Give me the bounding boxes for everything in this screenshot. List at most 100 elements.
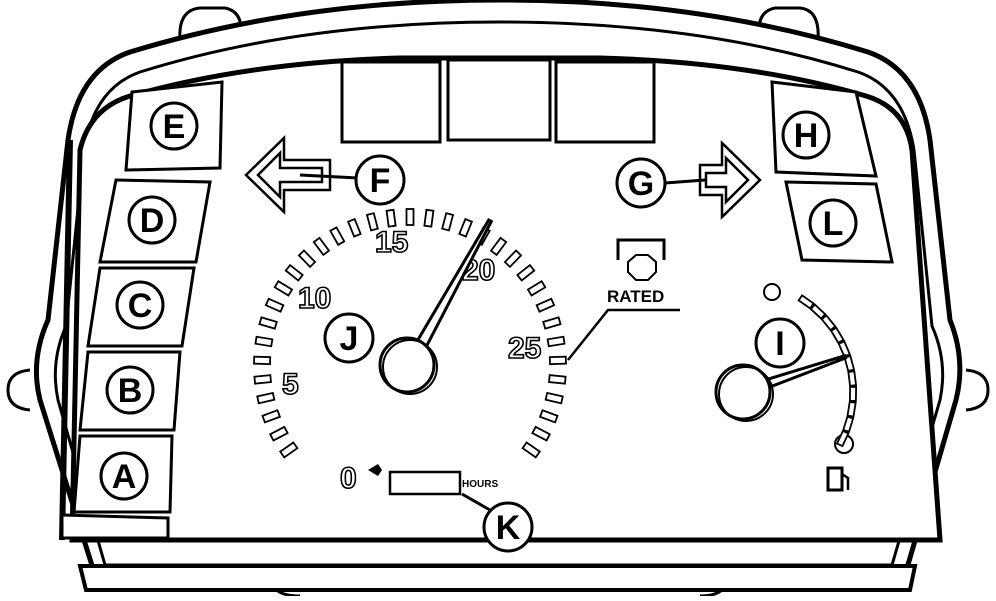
warning-window-left — [340, 60, 442, 144]
svg-text:H: H — [794, 117, 819, 155]
warning-window-center — [446, 58, 552, 142]
svg-text:I: I — [775, 325, 784, 363]
tachometer-needle — [378, 217, 494, 395]
tachometer-tick — [312, 236, 331, 257]
tachometer-hub — [378, 336, 436, 394]
hour-meter-window — [388, 470, 462, 496]
hour-meter: HOURS — [368, 464, 498, 496]
svg-text:L: L — [823, 205, 844, 243]
callout-h: H — [781, 110, 831, 160]
callout-a: A — [99, 451, 149, 501]
tachometer-tick — [256, 391, 276, 405]
tachometer-tick — [516, 263, 536, 282]
warning-window-right — [554, 60, 656, 144]
callout-i: I — [754, 317, 806, 369]
tachometer-tick — [268, 425, 289, 442]
leader-f — [299, 173, 359, 180]
bottom-lip — [77, 564, 918, 592]
callout-f: F — [354, 154, 406, 206]
fuel-gauge-tick — [809, 303, 827, 320]
fuel-gauge-tick — [837, 340, 851, 358]
tachometer-tick — [423, 208, 435, 228]
engine-icon — [616, 238, 666, 260]
tachometer-tick — [346, 217, 362, 238]
fuel-full-indicator — [763, 283, 781, 301]
tachometer-tick — [273, 280, 294, 297]
rated-rpm-marker: RATED — [567, 238, 680, 361]
callout-k: K — [482, 501, 534, 553]
tachometer-tick — [538, 409, 559, 424]
tachometer-tick — [261, 409, 282, 424]
scale-label-15: 15 — [375, 226, 408, 259]
callout-c: C — [115, 280, 165, 330]
tachometer-tick — [535, 297, 556, 313]
callout-leader-lines — [299, 173, 706, 512]
tachometer-tick — [521, 441, 542, 459]
tachometer-tick — [546, 335, 566, 348]
tachometer-tick — [278, 441, 299, 459]
tachometer-tick — [441, 212, 455, 232]
tachometer-tick — [489, 236, 508, 257]
scale-label-5: 5 — [282, 368, 299, 401]
callout-g: G — [615, 157, 667, 209]
scale-label-25: 25 — [508, 332, 541, 365]
scale-label-0: 0 — [340, 462, 357, 495]
warning-lamp-windows — [340, 58, 656, 144]
fuel-pump-icon — [826, 466, 850, 492]
tachometer-tick — [329, 226, 346, 247]
tachometer-tick — [526, 280, 547, 297]
tachometer-tick — [258, 316, 278, 330]
tachometer-tick — [264, 297, 285, 313]
fuel-gauge-tick — [835, 429, 850, 448]
rated-leader-line — [567, 308, 680, 361]
fuel-gauge — [714, 283, 858, 492]
svg-text:C: C — [128, 287, 153, 325]
scale-label-10: 10 — [298, 282, 331, 315]
tachometer-tick — [385, 208, 397, 228]
tachometer-tick — [254, 335, 274, 348]
fuel-gauge-scale — [797, 294, 858, 448]
tachometer-tick — [365, 212, 379, 232]
fuel-gauge-hub — [714, 363, 772, 421]
svg-text:B: B — [118, 372, 143, 410]
callout-j: J — [323, 312, 375, 364]
fuel-gauge-tick — [847, 370, 858, 387]
tachometer-scale-labels: 0 5 10 15 20 25 — [281, 225, 542, 496]
tachometer-tick — [284, 263, 304, 282]
svg-text:G: G — [628, 165, 654, 203]
hours-label: HOURS — [462, 479, 498, 490]
callout-e: E — [149, 101, 199, 151]
fuel-gauge-tick — [848, 385, 858, 402]
fuel-gauge-tick — [843, 354, 856, 373]
callout-l: L — [808, 198, 858, 248]
fuel-gauge-tick — [820, 314, 837, 332]
tachometer-tick — [405, 208, 415, 226]
tachometer-tick-marks — [253, 208, 567, 459]
left-bottom-step — [60, 513, 170, 540]
tachometer-tick — [544, 391, 564, 405]
fuel-gauge-tick — [797, 294, 815, 310]
svg-text:E: E — [163, 108, 186, 146]
fuel-gauge-tick — [829, 326, 845, 345]
tachometer-tick — [542, 316, 562, 330]
tachometer-tick — [531, 425, 552, 442]
svg-text:A: A — [112, 458, 137, 496]
svg-text:F: F — [370, 162, 391, 200]
hour-meter-icon — [368, 464, 382, 476]
callouts: E D C B A F G H L J I K — [99, 101, 858, 553]
tachometer-tick — [458, 217, 474, 238]
leader-k — [461, 492, 491, 512]
tachometer-tick — [253, 355, 272, 366]
tachometer-tick — [503, 249, 523, 269]
fuel-gauge-tick — [842, 415, 855, 433]
svg-text:D: D — [140, 202, 165, 240]
tachometer-tick — [548, 355, 567, 366]
tachometer-tick — [548, 374, 567, 385]
rated-label: RATED — [607, 287, 664, 306]
callout-d: D — [127, 195, 177, 245]
face-plate-border-left — [59, 139, 73, 541]
tachometer-tick — [297, 249, 317, 269]
tachometer-tick — [253, 374, 272, 385]
